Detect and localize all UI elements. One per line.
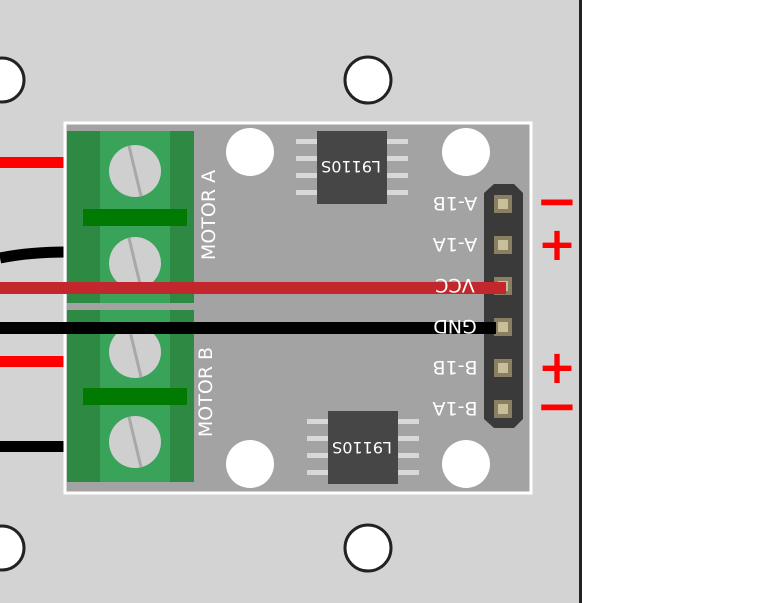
plus-sign: + <box>538 217 577 271</box>
pin-label: B-1A <box>433 397 478 419</box>
panel-hole <box>343 523 393 573</box>
panel-hole <box>343 55 393 105</box>
motor-b-label: MOTOR B <box>195 347 217 437</box>
pin-labels: A-1B − A-1A + VCC GND B-1B + B-1A − <box>432 172 577 435</box>
header-pin-core <box>498 404 508 414</box>
pin-label: GND <box>433 315 477 337</box>
chip-bottom-label: L9110S <box>332 438 392 457</box>
pin-label: A-1B <box>433 192 478 214</box>
panel-hole <box>0 524 26 572</box>
terminal-block-a <box>67 131 194 303</box>
panel-edge <box>579 0 582 603</box>
wire-vcc <box>0 282 506 294</box>
pin-label: A-1A <box>433 233 478 255</box>
wire-black <box>0 441 66 452</box>
chip-bottom: L9110S <box>307 411 419 484</box>
minus-sign: − <box>536 377 578 435</box>
plus-sign: + <box>538 340 577 394</box>
header-pin-core <box>498 322 508 332</box>
pin-label: B-1B <box>432 356 477 378</box>
pin-label: VCC <box>435 274 475 296</box>
wire-black <box>0 246 67 264</box>
chip-top-label: L9110S <box>321 157 381 176</box>
wire-gnd <box>0 322 496 334</box>
motor-a-label: MOTOR A <box>198 170 220 260</box>
pin-header <box>484 184 523 428</box>
board-hole <box>442 440 490 488</box>
wire-red <box>0 356 66 367</box>
panel-hole <box>0 56 26 104</box>
header-pin-core <box>498 240 508 250</box>
board-hole <box>226 128 274 176</box>
terminal-block-b <box>67 310 194 482</box>
header-pin-core <box>498 199 508 209</box>
chip-top: L9110S <box>296 131 408 204</box>
minus-sign: − <box>536 172 578 230</box>
board-hole <box>226 440 274 488</box>
board-hole <box>442 128 490 176</box>
wire-red <box>0 157 66 168</box>
header-pin-core <box>498 363 508 373</box>
